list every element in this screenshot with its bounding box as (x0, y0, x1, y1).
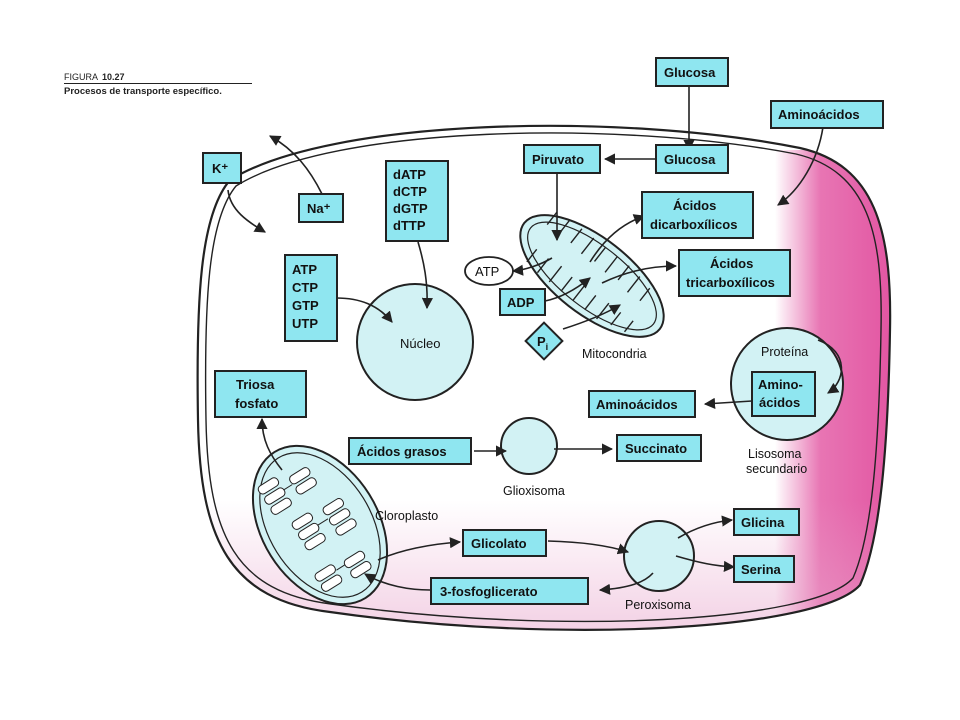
glucose-inside-box: Glucosa (655, 144, 729, 174)
arrow-to-tricarboxylic (601, 260, 678, 284)
arrow-perox-to-fosfoglicerato (598, 572, 654, 595)
cell-membrane-outer (196, 124, 892, 631)
atp-bubble: ATP (464, 256, 514, 286)
aminoacids-inside-box: Aminoácidos (588, 390, 696, 418)
dntp-2: dCTP (393, 184, 427, 199)
arrow-chloro-to-glicolato (377, 537, 462, 561)
peroxisome (623, 520, 695, 592)
arrow-na-out (269, 135, 323, 195)
figure-label-text: FIGURA (64, 72, 99, 82)
arrow-fosfoglicerato-to-chloro (364, 573, 431, 591)
dntp-4: dTTP (393, 218, 426, 233)
dicarboxylic-2: dicarboxílicos (650, 217, 737, 232)
arrow-to-dicarboxylic (589, 214, 646, 263)
dntp-1: dATP (393, 167, 426, 182)
figure-title: Procesos de transporte específico. (64, 86, 222, 97)
dntp-3: dGTP (393, 201, 428, 216)
phosphoglycerate-box: 3-fosfoglicerato (430, 577, 589, 605)
lysosome-aminoacids-2: ácidos (759, 395, 800, 410)
k-label: K⁺ (212, 161, 228, 176)
arrow-k-in (227, 189, 266, 233)
ntp-3: GTP (292, 298, 319, 313)
atp-label: ATP (475, 264, 499, 279)
succinate-box: Succinato (616, 434, 702, 462)
serine-label: Serina (741, 562, 782, 577)
aminoacids-outside-box: Aminoácidos (770, 100, 884, 129)
glycine-box: Glicina (733, 508, 800, 536)
arrow-atp-out (511, 257, 553, 276)
glyoxysome (500, 417, 558, 475)
k-box: K⁺ (202, 152, 242, 184)
arrow-perox-to-serina (675, 555, 736, 573)
adp-label: ADP (507, 295, 535, 310)
glyoxysome-label: Glioxisoma (503, 484, 565, 498)
caption-rule (64, 83, 252, 84)
serine-box: Serina (733, 555, 795, 583)
phosphoglycerate-label: 3-fosfoglicerato (440, 584, 538, 599)
chloroplast-label: Cloroplasto (375, 509, 438, 523)
lysosome-label-1: Lisosoma (748, 447, 802, 461)
ntp-box: ATP CTP GTP UTP (284, 254, 338, 342)
triose-2: fosfato (235, 396, 278, 411)
figure-number: 10.27 (102, 72, 125, 82)
adp-box: ADP (499, 288, 546, 316)
chloroplast (251, 444, 389, 606)
glucose-inside-label: Glucosa (664, 152, 716, 167)
na-box: Na⁺ (298, 193, 344, 223)
cell-membrane-inner (204, 132, 882, 623)
ntp-1: ATP (292, 262, 317, 277)
dntp-box: dATP dCTP dGTP dTTP (385, 160, 449, 242)
triose-1: Triosa (236, 377, 275, 392)
arrow-perox-to-glicina (677, 515, 734, 539)
mitochondrion-label: Mitocondria (582, 347, 647, 361)
pi-box: Pi (524, 321, 564, 361)
lysosome-label-2: secundario (746, 462, 807, 476)
nucleus-label: Núcleo (400, 336, 440, 351)
ntp-4: UTP (292, 316, 318, 331)
arrow-protein-digest (817, 339, 843, 394)
lysosome-aminoacids-1: Amino- (758, 377, 803, 392)
mitochondrion (519, 211, 665, 338)
succinate-label: Succinato (625, 441, 687, 456)
glycine-label: Glicina (741, 515, 785, 530)
arrow-chloro-to-triosa (256, 417, 283, 471)
arrow-pi-in (562, 304, 621, 330)
arrow-aminoacids-in (777, 126, 824, 206)
pyruvate-box: Piruvato (523, 144, 601, 174)
tricarboxylic-box: Ácidos tricarboxílicos (678, 249, 791, 297)
protein-label: Proteína (761, 345, 808, 359)
lysosome-aminoacids-box: Amino- ácidos (751, 371, 816, 417)
na-label: Na⁺ (307, 201, 331, 216)
pi-label: Pi (537, 334, 548, 352)
tricarboxylic-1: Ácidos (710, 256, 753, 271)
tricarboxylic-2: tricarboxílicos (686, 275, 775, 290)
fatty-acids-box: Ácidos grasos (348, 437, 472, 465)
pi-subscript: i (546, 342, 549, 352)
glycolate-box: Glicolato (462, 529, 547, 557)
fatty-acids-label: Ácidos grasos (357, 444, 447, 459)
transport-arrows (227, 86, 843, 595)
aminoacids-outside-label: Aminoácidos (778, 107, 860, 122)
pyruvate-label: Piruvato (532, 152, 584, 167)
aminoacids-inside-label: Aminoácidos (596, 397, 678, 412)
peroxisome-label: Peroxisoma (625, 598, 691, 612)
glucose-outside-box: Glucosa (655, 57, 729, 87)
ntp-2: CTP (292, 280, 318, 295)
dicarboxylic-1: Ácidos (673, 198, 716, 213)
arrow-ntp-to-nucleus (335, 297, 393, 323)
glycolate-label: Glicolato (471, 536, 527, 551)
triose-phosphate-box: Triosa fosfato (214, 370, 307, 418)
dicarboxylic-box: Ácidos dicarboxílicos (641, 191, 754, 239)
glucose-outside-label: Glucosa (664, 65, 716, 80)
arrow-dntp-to-nucleus (417, 241, 433, 310)
arrow-glicolato-to-perox (547, 540, 630, 555)
arrow-aminoacids-out (703, 397, 753, 409)
arrow-adp-in (544, 277, 591, 302)
pi-letter: P (537, 334, 546, 349)
